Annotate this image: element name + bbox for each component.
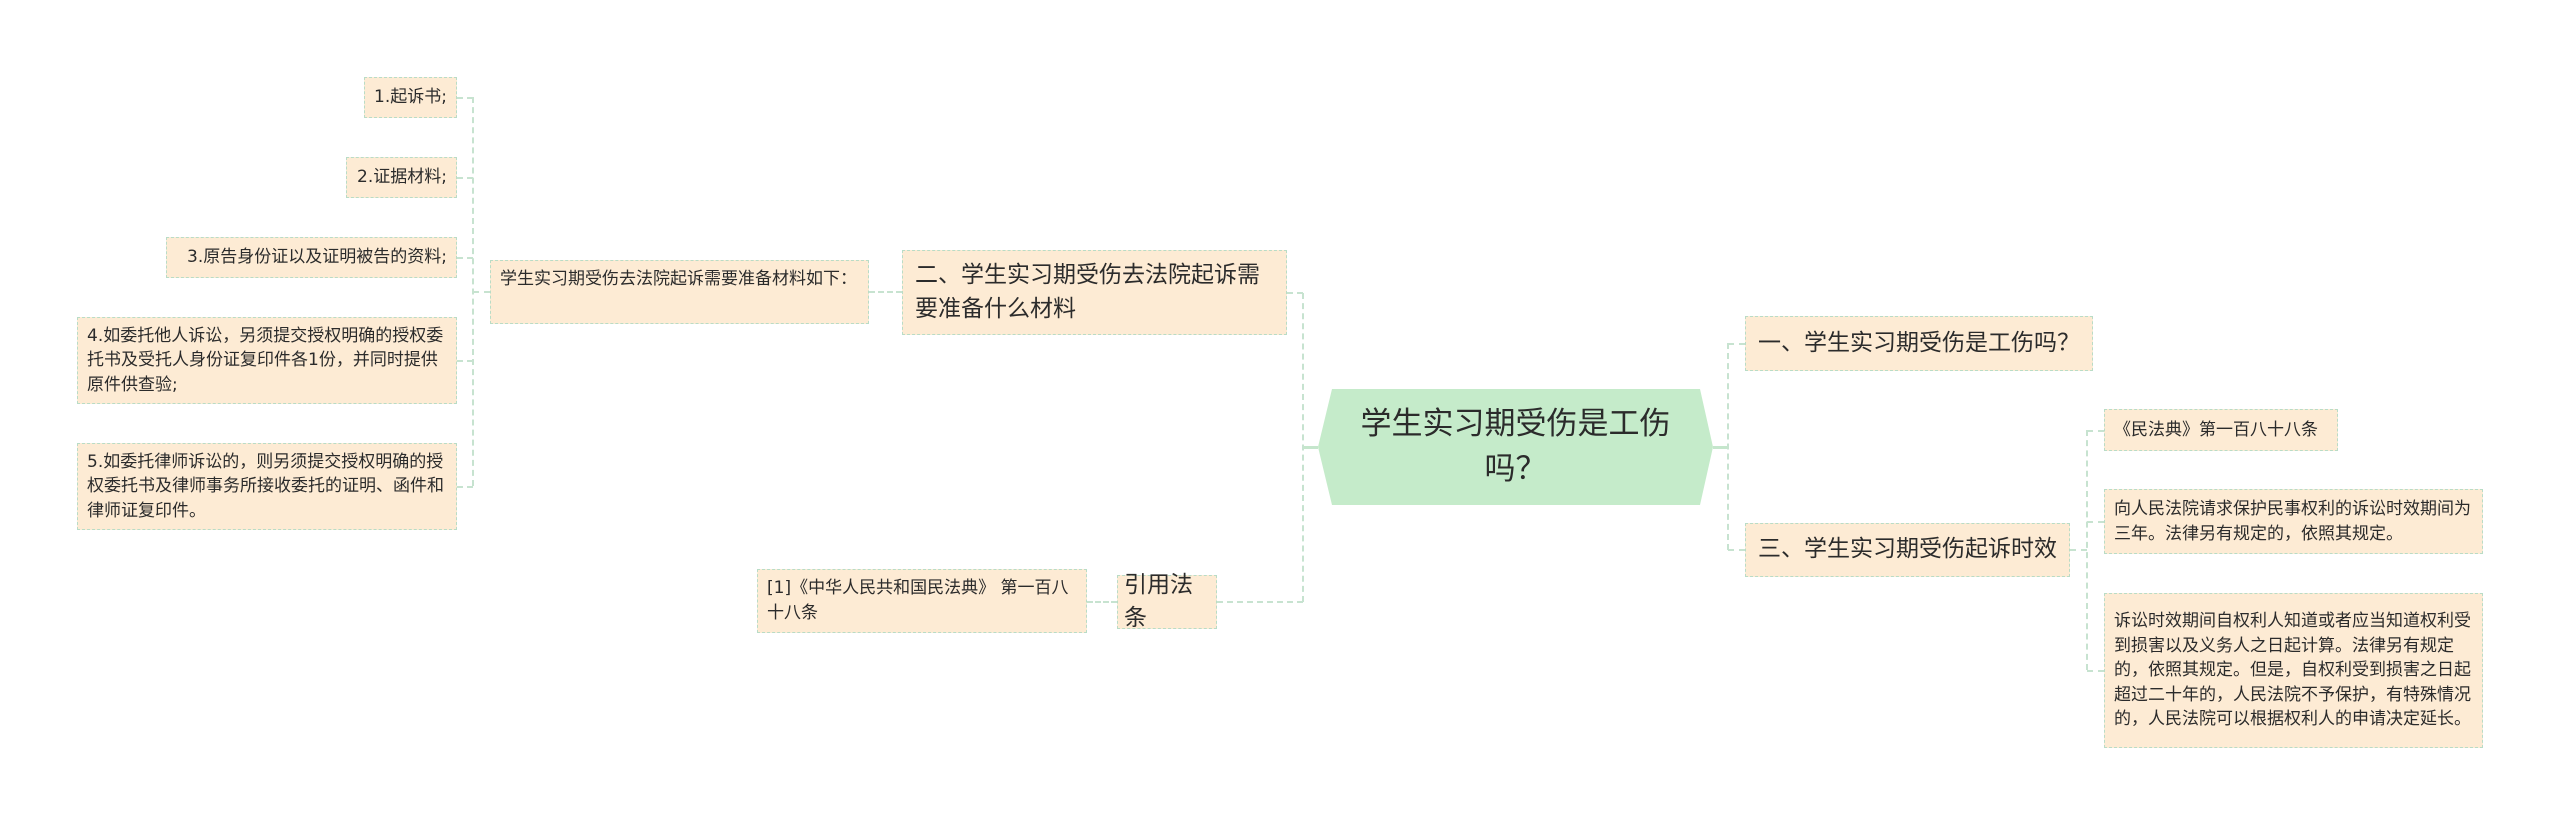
connector-left-trunk: [1302, 293, 1304, 602]
branch-limitation-period-label: 三、学生实习期受伤起诉时效: [1758, 536, 2057, 563]
branch-materials-needed-label: 二、学生实习期受伤去法院起诉需要准备什么材料: [915, 262, 1260, 322]
connector-branch3-out: [2070, 549, 2087, 551]
connector-statute: [2087, 430, 2104, 432]
limitation-text-2[interactable]: 诉讼时效期间自权利人知道或者应当知道权利受到损害以及义务人之日起计算。法律另有规…: [2104, 593, 2483, 748]
limitation-text-1[interactable]: 向人民法院请求保护民事权利的诉讼时效期间为三年。法律另有规定的，依照其规定。: [2104, 489, 2483, 554]
branch-materials-needed[interactable]: 二、学生实习期受伤去法院起诉需要准备什么材料: [902, 250, 1287, 335]
connector-limitation-1: [2087, 521, 2104, 523]
connector-branch2-materials: [869, 291, 902, 293]
connector-materials-in: [473, 291, 490, 293]
branch-limitation-period[interactable]: 三、学生实习期受伤起诉时效: [1745, 523, 2070, 577]
statute-reference-label: 《民法典》第一百八十八条: [2114, 419, 2318, 440]
connector-citation: [1087, 601, 1117, 603]
connector-to-branch-1: [1728, 343, 1745, 345]
statute-reference[interactable]: 《民法典》第一百八十八条: [2104, 409, 2338, 451]
connector-limitation-2: [2087, 670, 2104, 672]
connector-item-1: [457, 97, 473, 99]
connector-to-branch-3: [1728, 549, 1745, 551]
connector-item-2: [457, 177, 473, 179]
citation-item-1[interactable]: [1]《中华人民共和国民法典》 第一百八十八条: [757, 569, 1087, 633]
connector-to-branch-2: [1287, 292, 1303, 294]
connector-item-3: [457, 257, 473, 259]
limitation-text-2-label: 诉讼时效期间自权利人知道或者应当知道权利受到损害以及义务人之日起计算。法律另有规…: [2114, 610, 2471, 730]
material-item-2[interactable]: 2.证据材料;: [346, 157, 457, 198]
materials-summary-label: 学生实习期受伤去法院起诉需要准备材料如下：: [500, 269, 857, 289]
citation-item-1-label: [1]《中华人民共和国民法典》 第一百八十八条: [767, 578, 1069, 623]
material-item-1[interactable]: 1.起诉书;: [364, 77, 457, 118]
material-item-4[interactable]: 4.如委托他人诉讼，另须提交授权明确的授权委托书及受托人身份证复印件各1份，并同…: [77, 317, 457, 404]
connector-to-citations: [1217, 601, 1303, 603]
branch-is-work-injury-label: 一、学生实习期受伤是工伤吗？: [1758, 329, 2080, 356]
material-item-3[interactable]: 3.原告身份证以及证明被告的资料;: [166, 237, 457, 278]
connector-branch3-trunk: [2086, 430, 2088, 670]
root-topic-label: 学生实习期受伤是工伤吗？: [1360, 406, 1671, 487]
branch-citations-label: 引用法条: [1124, 571, 1193, 631]
material-item-5-label: 5.如委托律师诉讼的，则另须提交授权明确的授权委托书及律师事务所接收委托的证明、…: [87, 451, 444, 521]
limitation-text-1-label: 向人民法院请求保护民事权利的诉讼时效期间为三年。法律另有规定的，依照其规定。: [2114, 498, 2471, 544]
connector-item-5: [457, 486, 473, 488]
branch-is-work-injury[interactable]: 一、学生实习期受伤是工伤吗？: [1745, 316, 2093, 371]
material-item-2-label: 2.证据材料;: [357, 167, 447, 188]
connector-right-trunk: [1727, 343, 1729, 550]
connector-root-right: [1713, 446, 1728, 449]
material-item-1-label: 1.起诉书;: [374, 87, 447, 108]
branch-citations[interactable]: 引用法条: [1117, 572, 1217, 631]
materials-summary[interactable]: 学生实习期受伤去法院起诉需要准备材料如下：: [490, 260, 869, 324]
root-topic[interactable]: 学生实习期受伤是工伤吗？: [1318, 389, 1713, 505]
connector-item-4: [457, 360, 473, 362]
material-item-4-label: 4.如委托他人诉讼，另须提交授权明确的授权委托书及受托人身份证复印件各1份，并同…: [87, 325, 444, 395]
material-item-3-label: 3.原告身份证以及证明被告的资料;: [187, 247, 447, 268]
material-item-5[interactable]: 5.如委托律师诉讼的，则另须提交授权明确的授权委托书及律师事务所接收委托的证明、…: [77, 443, 457, 530]
connector-root-left: [1303, 446, 1318, 449]
